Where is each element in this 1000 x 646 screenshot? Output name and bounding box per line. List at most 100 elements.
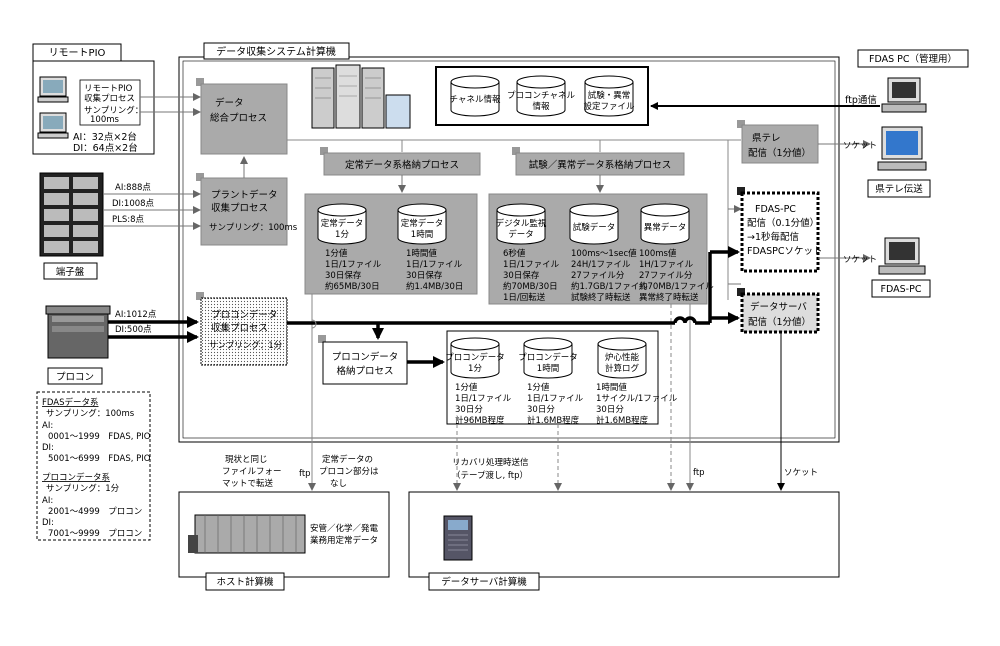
pc-icon <box>878 237 926 275</box>
connectors <box>103 93 880 491</box>
svg-text:サンプリング：: サンプリング： <box>84 105 143 116</box>
svg-text:プラントデータ: プラントデータ <box>211 189 278 201</box>
svg-text:なし: なし <box>330 479 347 489</box>
svg-text:27ファイル分: 27ファイル分 <box>639 271 693 281</box>
svg-text:定常データ系格納プロセス: 定常データ系格納プロセス <box>345 159 459 171</box>
svg-text:プロコン部分は: プロコン部分は <box>319 466 379 477</box>
svg-text:格納プロセス: 格納プロセス <box>336 365 393 377</box>
terminal-panel: 端子盤 AI:888点 DI:1008点 PLS:8点 <box>39 172 155 280</box>
svg-text:約1.4MB/30日: 約1.4MB/30日 <box>406 281 463 292</box>
svg-text:1日/1ファイル: 1日/1ファイル <box>503 260 560 270</box>
svg-text:ftp: ftp <box>693 468 705 478</box>
svg-text:5001～6999 FDAS, PIO: 5001～6999 FDAS, PIO <box>48 454 151 464</box>
svg-text:計算ログ: 計算ログ <box>605 363 640 374</box>
svg-text:データ: データ <box>215 97 244 109</box>
svg-text:6秒値: 6秒値 <box>503 248 526 259</box>
svg-text:プロコンデータ: プロコンデータ <box>211 309 278 321</box>
svg-text:マットで転送: マットで転送 <box>222 478 274 489</box>
fdaspc-distribution <box>740 191 820 273</box>
svg-text:30日保存: 30日保存 <box>406 270 443 281</box>
svg-text:試験・異常: 試験・異常 <box>588 90 631 101</box>
procon-store-process <box>322 341 408 385</box>
svg-text:県テレ: 県テレ <box>752 133 781 144</box>
svg-text:異常データ: 異常データ <box>644 222 687 233</box>
svg-text:試験／異常データ系格納プロセス: 試験／異常データ系格納プロセス <box>529 159 672 171</box>
svg-text:プロコンデータ: プロコンデータ <box>332 351 399 363</box>
dataserver-computer-label: データサーバ計算機 <box>441 576 527 588</box>
procon-label: プロコン <box>56 372 94 383</box>
svg-text:1日/1ファイル: 1日/1ファイル <box>455 394 512 404</box>
svg-text:チャネル情報: チャネル情報 <box>450 94 501 105</box>
svg-text:AI:: AI: <box>42 496 53 506</box>
plant-data-process <box>200 177 288 246</box>
svg-text:炉心性能: 炉心性能 <box>605 352 640 363</box>
legend-box: FDASデータ系 サンプリング：100ms AI: 0001～1999 FDAS… <box>36 391 151 541</box>
svg-text:収集プロセス: 収集プロセス <box>211 322 268 334</box>
svg-text:データ: データ <box>508 229 534 240</box>
svg-text:プロコンデータ: プロコンデータ <box>445 352 505 363</box>
svg-text:配信（0.1分値）: 配信（0.1分値） <box>747 217 819 229</box>
svg-text:定常データの: 定常データの <box>322 454 373 465</box>
remote-pio-process <box>79 79 141 126</box>
procon-collect-process <box>200 297 288 366</box>
svg-text:プロコンチャネル: プロコンチャネル <box>507 91 575 101</box>
procon-group: プロコン AI:1012点 DI:500点 <box>45 305 157 385</box>
remote-pio-ai: AI：32点×2台 <box>73 131 137 143</box>
svg-text:情報: 情報 <box>532 101 550 112</box>
mainframe-icon <box>188 514 306 554</box>
svg-text:リモートPIO: リモートPIO <box>84 84 133 94</box>
svg-text:27ファイル分: 27ファイル分 <box>571 271 625 281</box>
svg-text:業務用定常データ: 業務用定常データ <box>310 535 378 546</box>
svg-text:1分値: 1分値 <box>527 382 550 393</box>
svg-text:1時間値: 1時間値 <box>406 248 437 259</box>
fdas-pc-admin-label: FDAS PC（管理用） <box>869 53 957 65</box>
svg-text:サンプリング：100ms: サンプリング：100ms <box>209 222 298 233</box>
svg-text:約1.7GB/1ファイル: 約1.7GB/1ファイル <box>571 281 648 292</box>
svg-text:約70MB/1ファイル: 約70MB/1ファイル <box>639 281 714 292</box>
svg-text:約65MB/30日: 約65MB/30日 <box>325 281 380 292</box>
server-icon <box>311 64 411 129</box>
svg-text:DI:: DI: <box>42 518 54 528</box>
svg-text:ftp通信: ftp通信 <box>845 94 877 106</box>
svg-text:PLS:8点: PLS:8点 <box>112 215 145 225</box>
mainframe-icon <box>45 305 111 359</box>
svg-text:1分値: 1分値 <box>325 248 348 259</box>
svg-text:30日分: 30日分 <box>596 405 624 415</box>
svg-text:総合プロセス: 総合プロセス <box>210 112 267 124</box>
svg-text:AI:: AI: <box>42 421 53 431</box>
svg-text:ソケット: ソケット <box>784 468 818 478</box>
svg-text:収集プロセス: 収集プロセス <box>84 93 135 104</box>
svg-text:1時間: 1時間 <box>537 364 559 374</box>
svg-text:30日分: 30日分 <box>455 405 483 415</box>
svg-text:試験終了時転送: 試験終了時転送 <box>571 292 631 303</box>
svg-text:ファイルフォー: ファイルフォー <box>222 467 282 477</box>
svg-text:1時間値: 1時間値 <box>596 382 627 393</box>
dataserver-computer-frame <box>408 491 840 578</box>
svg-text:2001～4999 プロコン: 2001～4999 プロコン <box>48 507 142 517</box>
svg-text:1H/1ファイル: 1H/1ファイル <box>639 260 694 270</box>
svg-text:1日/1ファイル: 1日/1ファイル <box>527 394 584 404</box>
svg-text:0001～1999 FDAS, PIO: 0001～1999 FDAS, PIO <box>48 432 151 442</box>
svg-text:AI:888点: AI:888点 <box>115 183 151 193</box>
pc-icon <box>877 126 927 171</box>
data-integration-process <box>200 83 288 155</box>
svg-text:100ms値: 100ms値 <box>639 248 677 259</box>
svg-text:1日/1ファイル: 1日/1ファイル <box>325 260 382 270</box>
svg-text:現状と同じ: 現状と同じ <box>225 454 268 465</box>
pc-icon <box>37 112 69 139</box>
svg-text:AI:1012点: AI:1012点 <box>115 310 157 320</box>
svg-text:計1.6MB程度: 計1.6MB程度 <box>527 415 580 426</box>
svg-text:データサーバ: データサーバ <box>750 301 807 313</box>
svg-text:30日分: 30日分 <box>527 405 555 415</box>
svg-text:ソケット: ソケット <box>843 141 877 151</box>
svg-text:定常データ: 定常データ <box>401 218 444 229</box>
svg-text:FDAS-PC: FDAS-PC <box>755 204 796 215</box>
svg-text:ソケット: ソケット <box>843 255 877 265</box>
remote-pio-title: リモートPIO <box>49 48 106 59</box>
svg-text:デジタル監視: デジタル監視 <box>496 218 547 229</box>
svg-text:1分: 1分 <box>468 364 482 374</box>
fdas-pc-label: FDAS-PC <box>881 284 922 295</box>
svg-text:DI:500点: DI:500点 <box>115 325 152 335</box>
svg-text:配信（1分値）: 配信（1分値） <box>748 147 811 159</box>
svg-text:設定ファイル: 設定ファイル <box>583 101 635 112</box>
